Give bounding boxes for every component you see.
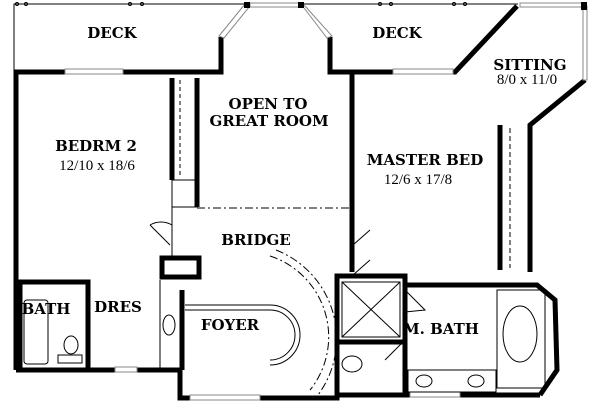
interior-walls: [17, 72, 560, 398]
great-room-label: GREAT ROOM: [209, 112, 328, 130]
dres-label: DRES: [94, 298, 142, 316]
master-bath-label: M. BATH: [403, 320, 479, 338]
deck-right-label: DECK: [372, 24, 422, 42]
bay-window: [218, 2, 588, 81]
deck-left-label: DECK: [87, 24, 137, 42]
open-to-label: OPEN TO: [229, 95, 308, 113]
bedroom2-size: 12/10 x 18/6: [59, 158, 135, 174]
sitting-size: 8/0 x 11/0: [497, 72, 557, 88]
master-bed-label: MASTER BED: [367, 151, 483, 169]
bath-label: BATH: [22, 300, 71, 318]
master-bed-size: 12/6 x 17/8: [384, 172, 452, 188]
bridge-label: BRIDGE: [221, 231, 290, 249]
deck-outline: [13, 2, 518, 72]
sitting-label: SITTING: [493, 56, 566, 74]
foyer-label: FOYER: [201, 316, 260, 334]
bedroom2-label: BEDRM 2: [55, 137, 137, 155]
